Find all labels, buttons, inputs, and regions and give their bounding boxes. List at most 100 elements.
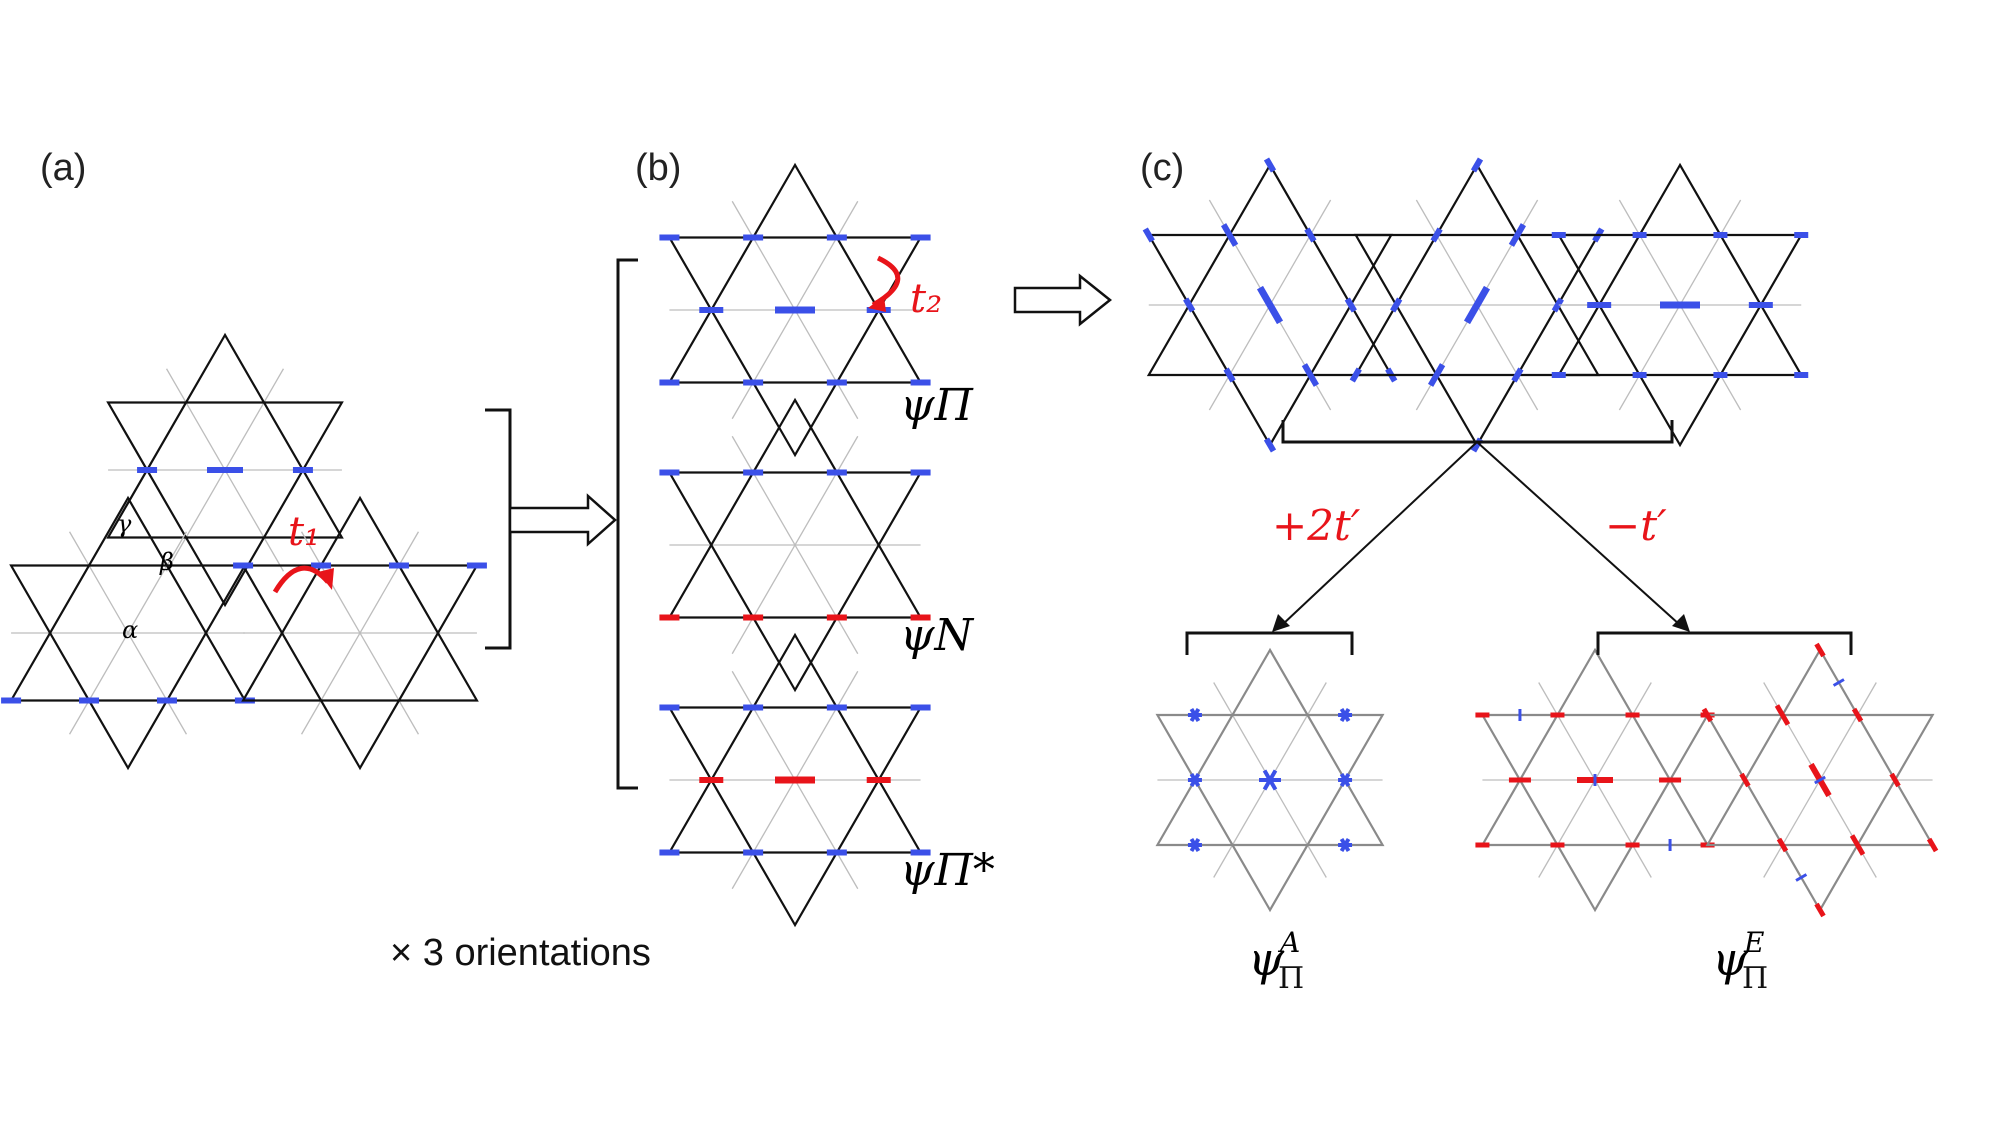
star-b-psi-pi [659, 162, 931, 458]
triangle-down [667, 706, 923, 928]
site-mark-red [1926, 837, 1939, 853]
site-mark-blue [1220, 223, 1239, 247]
state-label-psi-a: ψ Π A [1248, 926, 1304, 996]
star-diagrams [1, 157, 1939, 928]
split-line-left [1281, 441, 1478, 626]
site-mark-blue [1390, 297, 1403, 313]
hopping-arrowhead-t1 [318, 568, 334, 590]
site-mark-blue [1183, 297, 1196, 313]
triangle-down [241, 564, 479, 771]
site-mark-blue [1189, 837, 1201, 853]
bracket-psi-e [1596, 631, 1853, 655]
svg-text:ψ: ψ [1712, 932, 1749, 986]
triangle-down [1146, 233, 1394, 448]
svg-text:Π: Π [1278, 961, 1304, 996]
coefficient-left: +2t′ [1272, 501, 1361, 550]
site-mark-blue [1262, 769, 1278, 791]
site-label-alpha: α [122, 616, 138, 644]
site-label-beta: β [159, 548, 174, 576]
triangle-up [1155, 647, 1385, 847]
triangle-down [667, 471, 923, 693]
site-mark-red [1851, 707, 1864, 723]
svg-text:ψ: ψ [1248, 932, 1285, 986]
star-b-psi-n [659, 397, 931, 693]
site-label-gamma: γ [117, 510, 132, 538]
orientations-footnote: × 3 orientations [390, 932, 651, 974]
site-mark-blue [1223, 367, 1236, 383]
panel-b-label: (b) [635, 147, 681, 189]
triangle-down [1353, 233, 1601, 448]
star-c-orientation-1 [1142, 157, 1398, 453]
triangle-up [1146, 162, 1394, 377]
bracket-panel-b [616, 258, 638, 790]
site-mark-blue [1339, 772, 1351, 788]
triangle-down [1705, 713, 1935, 913]
site-mark-blue [1795, 873, 1808, 882]
star-b-psi-pi-star [659, 632, 931, 928]
triangle-up [1556, 162, 1804, 377]
arrow-b-to-c [1013, 273, 1113, 327]
coefficient-right: −t′ [1605, 501, 1667, 550]
site-mark-blue [1339, 837, 1351, 853]
site-mark-blue [1551, 297, 1564, 313]
site-mark-red [1889, 772, 1901, 788]
star-c-psi-e-1 [1475, 647, 1715, 913]
triangle-down [1155, 713, 1385, 913]
star-c-psi-a [1155, 647, 1385, 913]
star-a-left [1, 495, 255, 771]
star-c-psi-e-2 [1701, 642, 1939, 918]
state-label-psi-n: ψN [900, 610, 975, 661]
arrow-a-to-b [508, 493, 617, 547]
panel-c-label: (c) [1140, 147, 1184, 189]
hopping-label-t1: t₁ [288, 509, 320, 555]
site-mark-blue [1339, 707, 1351, 723]
site-mark-red [1814, 902, 1826, 918]
site-mark-blue [1256, 285, 1284, 325]
star-c-orientation-3 [1551, 162, 1809, 448]
triangle-up [667, 397, 923, 619]
hopping-label-t2: t₂ [910, 276, 942, 322]
triangle-up [9, 495, 247, 702]
site-mark-blue [1189, 707, 1201, 723]
state-label-psi-e: ψ Π E [1712, 926, 1768, 996]
svg-text:E: E [1743, 926, 1764, 959]
site-mark-blue [1427, 363, 1446, 387]
triangle-up [106, 332, 344, 539]
site-mark-red [1849, 834, 1866, 856]
triangle-down [1556, 233, 1804, 448]
panel-a-label: (a) [40, 147, 86, 189]
site-mark-blue [1814, 775, 1826, 785]
triangle-down [106, 401, 344, 608]
site-mark-red [1814, 642, 1826, 658]
svg-text:A: A [1277, 926, 1300, 959]
site-mark-red [1701, 707, 1714, 723]
site-mark-blue [1263, 437, 1277, 453]
triangle-up [1480, 647, 1710, 847]
triangle-down [1480, 713, 1710, 913]
site-mark-blue [1511, 367, 1524, 383]
site-mark-blue [1463, 285, 1491, 325]
site-mark-blue [1832, 678, 1845, 687]
triangle-down [9, 564, 247, 771]
bracket-psi-a [1185, 631, 1354, 655]
state-label-psi-pi-star: ψΠ* [900, 845, 995, 896]
site-mark-blue [1508, 223, 1527, 247]
star-c-orientation-2 [1349, 157, 1605, 453]
site-mark-red [1774, 704, 1791, 726]
triangle-up [241, 495, 479, 702]
site-mark-blue [1301, 363, 1320, 387]
split-arrowhead-right [1672, 614, 1690, 632]
site-mark-blue [1430, 227, 1443, 243]
split-line-right [1476, 441, 1681, 626]
star-a-right [233, 495, 487, 771]
split-arrowhead-left [1272, 614, 1290, 632]
star-a-top [106, 332, 344, 608]
triangle-up [1353, 162, 1601, 377]
hopping-arrowhead-t2 [868, 296, 886, 312]
site-mark-blue [1142, 227, 1155, 243]
svg-text:Π: Π [1742, 961, 1768, 996]
site-mark-blue [1349, 367, 1362, 383]
triangle-down [667, 236, 923, 458]
site-mark-blue [1263, 157, 1277, 173]
